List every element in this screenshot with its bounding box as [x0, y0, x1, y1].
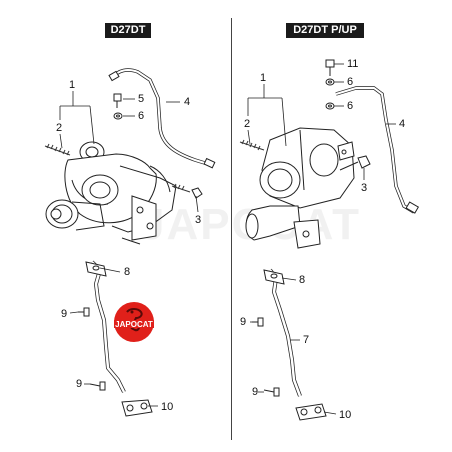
right-callout-8: 8: [299, 274, 306, 286]
right-callout-6b: 6: [347, 100, 354, 112]
japocat-logo: JAPOCAT: [114, 302, 154, 342]
left-callout-6: 6: [138, 110, 145, 122]
left-callout-1: 1: [69, 79, 76, 91]
section-divider: [231, 18, 232, 440]
left-callout-3: 3: [195, 214, 202, 226]
left-callout-4: 4: [184, 96, 191, 108]
right-section-title: D27DT P/UP: [286, 23, 364, 38]
right-callout-3: 3: [361, 182, 368, 194]
left-callout-5: 5: [138, 93, 145, 105]
left-callout-9b: 9: [76, 378, 83, 390]
left-section-title: D27DT: [105, 23, 151, 38]
right-callout-11: 11: [347, 58, 359, 70]
right-callout-2: 2: [244, 118, 251, 130]
right-callout-1: 1: [260, 72, 267, 84]
left-callout-2: 2: [56, 122, 63, 134]
left-callout-10: 10: [161, 401, 174, 413]
right-callout-6a: 6: [347, 76, 354, 88]
right-callout-9a: 9: [240, 316, 247, 328]
right-callout-7: 7: [303, 334, 310, 346]
left-callout-9a: 9: [61, 308, 68, 320]
right-callout-9b: 9: [252, 386, 259, 398]
svg-text:JAPOCAT: JAPOCAT: [115, 320, 153, 329]
right-callout-10: 10: [339, 409, 352, 421]
left-callout-8: 8: [124, 266, 131, 278]
right-callout-4: 4: [399, 118, 406, 130]
